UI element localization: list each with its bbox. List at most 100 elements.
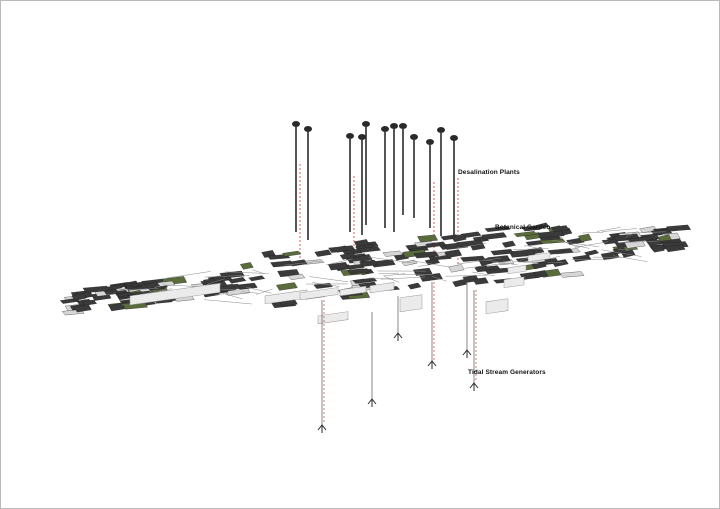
walkway xyxy=(383,273,406,277)
greenhouse-module xyxy=(503,276,525,289)
walkway xyxy=(378,272,399,274)
walkway xyxy=(245,286,272,294)
walkway xyxy=(472,271,495,277)
platform xyxy=(282,250,302,257)
walkway xyxy=(526,245,542,250)
platform xyxy=(451,234,467,243)
platform xyxy=(382,250,403,257)
platform xyxy=(666,224,691,232)
platform xyxy=(339,252,357,260)
walkway xyxy=(369,277,393,280)
turbine-rotor xyxy=(462,349,472,358)
walkway xyxy=(225,271,269,274)
platform xyxy=(472,277,489,285)
platform xyxy=(626,236,654,242)
platform xyxy=(484,226,511,232)
platform xyxy=(521,225,541,232)
walkway xyxy=(120,288,159,291)
walkway xyxy=(457,257,501,265)
walkway xyxy=(639,231,666,234)
desalination-towers xyxy=(292,121,459,268)
platform xyxy=(444,249,463,258)
walkway xyxy=(204,275,250,278)
platform xyxy=(357,254,373,262)
walkway xyxy=(574,241,609,248)
platform xyxy=(267,254,291,260)
tidal-stream-generators-label: Tidal Stream Generators xyxy=(468,369,546,376)
platform xyxy=(289,259,308,267)
walkway xyxy=(445,274,489,277)
greenhouse-modules xyxy=(129,252,551,325)
platform xyxy=(481,232,507,240)
platform xyxy=(108,302,126,312)
turbine-rotor xyxy=(317,424,327,433)
walkway xyxy=(167,271,211,279)
greenhouse-module xyxy=(399,294,423,313)
greenhouse-module xyxy=(527,252,551,262)
platform xyxy=(550,225,570,233)
platform xyxy=(419,273,443,282)
walkway xyxy=(571,258,611,261)
walkway xyxy=(464,263,506,269)
turbine-rotor xyxy=(367,398,377,407)
platform xyxy=(240,262,254,270)
greenhouse-module xyxy=(299,287,339,301)
tidal-generators xyxy=(317,282,479,433)
platform xyxy=(551,259,569,267)
walkway xyxy=(283,260,322,266)
platform xyxy=(347,268,371,275)
walkway xyxy=(547,262,564,264)
walkway xyxy=(204,299,252,305)
platform xyxy=(313,282,333,289)
walkway xyxy=(457,243,486,249)
platform xyxy=(144,281,160,289)
walkway xyxy=(252,269,265,274)
walkway xyxy=(368,256,416,264)
turbine-rotor xyxy=(393,332,403,341)
walkway xyxy=(326,258,353,266)
walkway xyxy=(602,228,637,232)
walkway xyxy=(410,260,450,268)
greenhouse-module xyxy=(369,282,395,294)
turbine-rotor xyxy=(469,382,479,391)
platform xyxy=(448,264,465,273)
platform xyxy=(81,299,97,306)
walkway xyxy=(256,288,273,295)
turbine-rotor xyxy=(427,360,437,369)
walkway xyxy=(309,276,349,283)
greenhouse-module xyxy=(339,285,367,297)
platform xyxy=(248,275,266,282)
platform xyxy=(584,249,599,256)
greenhouse-module xyxy=(485,298,509,315)
walkway xyxy=(217,288,237,291)
platform xyxy=(425,241,447,248)
platform xyxy=(452,279,467,288)
turbine-head xyxy=(304,126,312,132)
turbine-head xyxy=(437,127,445,133)
walkway xyxy=(384,276,400,283)
greenhouse-module xyxy=(507,264,527,275)
platform xyxy=(314,249,332,257)
platform xyxy=(531,262,547,270)
platform xyxy=(578,233,592,242)
platform xyxy=(358,246,381,253)
walkway xyxy=(613,255,648,262)
botanical-garden-label: Botanical Garden xyxy=(495,224,551,231)
platform xyxy=(73,304,92,313)
platform xyxy=(359,259,378,267)
walkway xyxy=(483,259,518,266)
walkway xyxy=(601,249,642,257)
walkway xyxy=(618,240,660,244)
turbine-head xyxy=(362,121,370,127)
walkway xyxy=(551,240,600,248)
platform xyxy=(407,282,422,290)
platform xyxy=(535,222,550,230)
platform xyxy=(547,248,574,255)
walkway xyxy=(524,244,538,247)
walkway xyxy=(625,231,638,238)
platform xyxy=(664,244,686,253)
greenhouse-module xyxy=(317,311,349,325)
platform xyxy=(276,282,298,291)
platform xyxy=(270,260,294,268)
